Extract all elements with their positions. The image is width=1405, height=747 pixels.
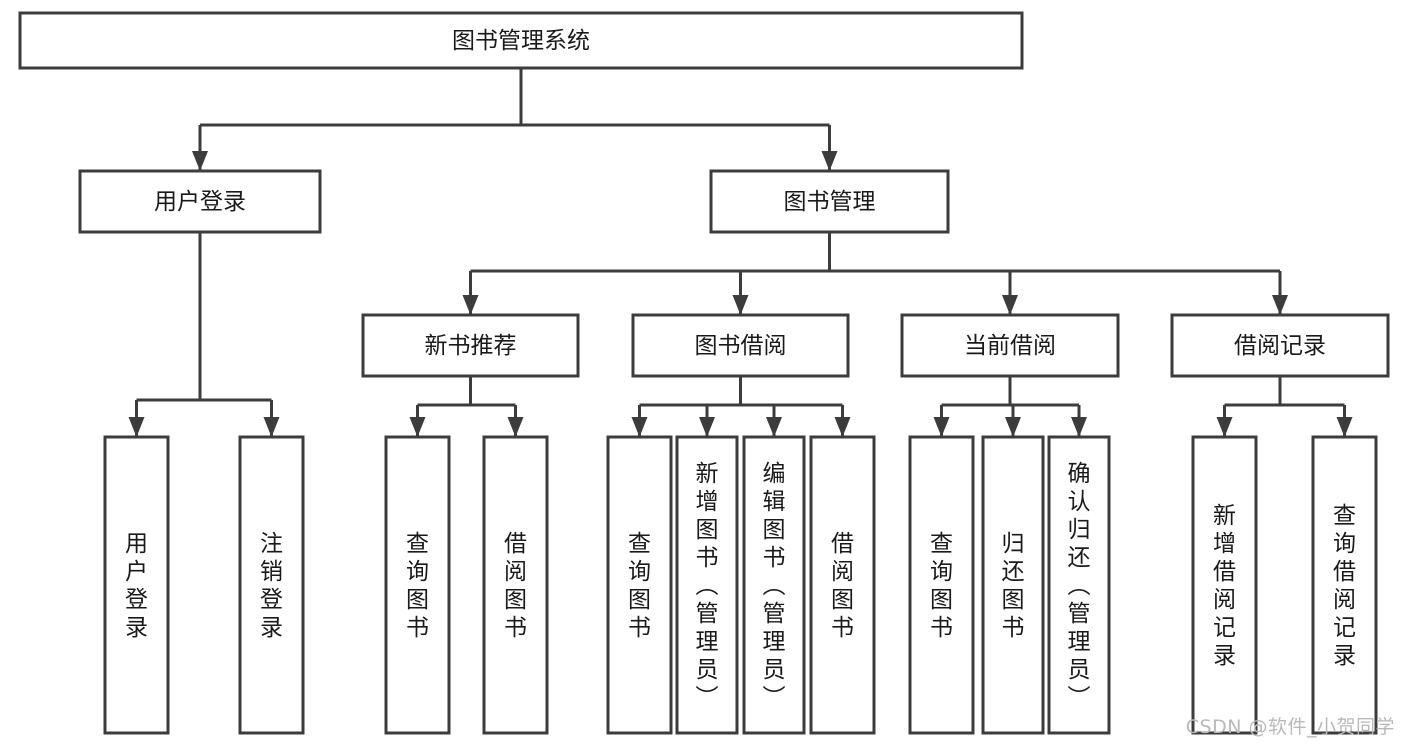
node-leaf-8-label: 查询图书 [930, 531, 953, 641]
node-leaf-10[interactable]: 确认归还︵管理员︶ [1047, 435, 1111, 735]
node-level3-1-box[interactable] [631, 313, 850, 378]
node-leaf-11[interactable]: 新增借阅记录 [1191, 435, 1258, 735]
node-level3-1-label: 图书借阅 [695, 333, 787, 359]
conn-1-arrow-2 [766, 417, 782, 437]
node-leaf-10-box[interactable] [1047, 435, 1111, 735]
conn-2-arrow-0 [933, 417, 950, 437]
node-leaf-8[interactable]: 查询图书 [908, 435, 975, 735]
node-leaf-6[interactable]: 编辑图书︵管理员︶ [742, 435, 806, 735]
node-leaf-11-box[interactable] [1191, 435, 1258, 735]
node-level3-1[interactable]: 图书借阅 [631, 313, 850, 378]
node-leaf-12[interactable]: 查询借阅记录 [1311, 435, 1378, 735]
conn-0-arrow-1 [507, 417, 524, 437]
node-leaf-9-label: 归还图书 [1002, 531, 1025, 641]
node-leaf-6-box[interactable] [742, 435, 806, 735]
node-leaf-0[interactable]: 用户登录 [103, 435, 170, 735]
conn-0-arrow-0 [409, 417, 426, 437]
conn-2-arrow-2 [1071, 417, 1087, 437]
conn-3-arrow-0 [1216, 417, 1233, 437]
node-leaf-6-label: 编辑图书︵管理员︶ [763, 461, 786, 711]
node-level2-1-label: 图书管理 [784, 189, 876, 215]
node-leaf-4-label: 查询图书 [628, 531, 651, 641]
conn-root-arrow-1 [821, 151, 838, 171]
node-leaf-5[interactable]: 新增图书︵管理员︶ [675, 435, 739, 735]
conn-book-mgmt-arrow-3 [1272, 295, 1288, 315]
node-leaf-3-box[interactable] [482, 435, 549, 735]
node-leaf-10-label: 确认归还︵管理员︶ [1068, 461, 1091, 711]
node-root-box[interactable] [18, 11, 1024, 70]
node-level3-2-label: 当前借阅 [964, 333, 1056, 359]
conn-1-arrow-3 [834, 417, 851, 437]
node-leaf-7[interactable]: 借阅图书 [809, 435, 876, 735]
node-leaf-11-label: 新增借阅记录 [1213, 503, 1236, 669]
node-leaf-5-label: 新增图书︵管理员︶ [696, 461, 719, 711]
node-leaf-1[interactable]: 注销登录 [238, 435, 305, 735]
node-leaf-0-box[interactable] [103, 435, 170, 735]
node-leaf-3-label: 借阅图书 [504, 531, 527, 641]
node-level2-1[interactable]: 图书管理 [709, 169, 950, 234]
node-leaf-4-box[interactable] [606, 435, 673, 735]
node-level2-0-box[interactable] [78, 169, 322, 234]
node-leaf-8-box[interactable] [908, 435, 975, 735]
node-leaf-2-label: 查询图书 [406, 531, 429, 641]
node-leaf-1-box[interactable] [238, 435, 305, 735]
node-level2-1-box[interactable] [709, 169, 950, 234]
node-level3-3[interactable]: 借阅记录 [1170, 313, 1390, 378]
node-leaf-2-box[interactable] [384, 435, 451, 735]
node-leaf-0-label: 用户登录 [125, 531, 148, 641]
node-level3-2[interactable]: 当前借阅 [900, 313, 1120, 378]
node-leaf-9-box[interactable] [981, 435, 1045, 735]
conn-root-arrow-0 [192, 151, 208, 171]
node-root[interactable]: 图书管理系统 [18, 11, 1024, 70]
node-leaf-12-label: 查询借阅记录 [1333, 503, 1356, 669]
node-level3-0[interactable]: 新书推荐 [361, 313, 580, 378]
node-leaf-12-box[interactable] [1311, 435, 1378, 735]
connector-layer [128, 68, 1353, 437]
node-level3-0-box[interactable] [361, 313, 580, 378]
node-level3-3-box[interactable] [1170, 313, 1390, 378]
conn-3-arrow-1 [1336, 417, 1353, 437]
node-leaf-9[interactable]: 归还图书 [981, 435, 1045, 735]
node-level3-2-box[interactable] [900, 313, 1120, 378]
conn-2-arrow-1 [1005, 417, 1021, 437]
node-leaf-7-box[interactable] [809, 435, 876, 735]
conn-1-arrow-1 [699, 417, 715, 437]
conn-user-login-arrow-0 [128, 417, 145, 437]
node-root-label: 图书管理系统 [452, 28, 590, 54]
node-level2-0-label: 用户登录 [154, 189, 246, 215]
node-level3-3-label: 借阅记录 [1234, 333, 1326, 359]
conn-book-mgmt-arrow-2 [1002, 295, 1018, 315]
node-leaf-1-label: 注销登录 [260, 531, 283, 641]
node-layer: 图书管理系统用户登录图书管理新书推荐图书借阅当前借阅借阅记录用户登录注销登录查询… [18, 11, 1390, 735]
node-leaf-4[interactable]: 查询图书 [606, 435, 673, 735]
node-level2-0[interactable]: 用户登录 [78, 169, 322, 234]
conn-user-login-arrow-1 [263, 417, 280, 437]
conn-book-mgmt-arrow-0 [462, 295, 479, 315]
node-leaf-5-box[interactable] [675, 435, 739, 735]
conn-1-arrow-0 [631, 417, 648, 437]
conn-book-mgmt-arrow-1 [732, 295, 749, 315]
node-leaf-2[interactable]: 查询图书 [384, 435, 451, 735]
node-leaf-3[interactable]: 借阅图书 [482, 435, 549, 735]
node-leaf-7-label: 借阅图书 [831, 531, 854, 641]
node-level3-0-label: 新书推荐 [425, 333, 517, 359]
